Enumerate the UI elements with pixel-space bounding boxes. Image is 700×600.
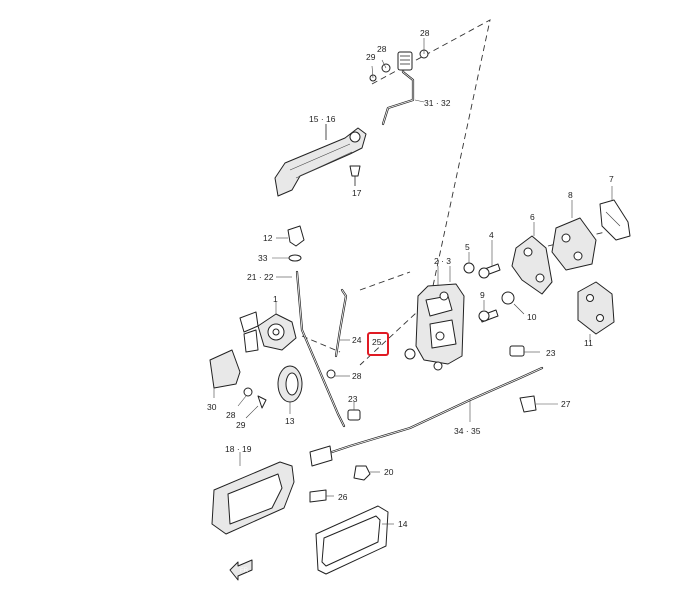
control-cable-34-35[interactable] bbox=[309, 366, 544, 467]
callout-13: 13 bbox=[285, 416, 295, 426]
screw-26[interactable] bbox=[309, 489, 334, 503]
callout-34-35: 34 · 35 bbox=[454, 426, 481, 436]
callout-14: 14 bbox=[398, 519, 408, 529]
callout-1: 1 bbox=[273, 294, 278, 304]
callout-23-mid: 23 bbox=[348, 394, 358, 404]
washer-28-mid[interactable] bbox=[326, 369, 350, 379]
screw-4[interactable] bbox=[478, 240, 501, 279]
callout-8: 8 bbox=[568, 190, 573, 200]
highlight-box-callout-25 bbox=[367, 332, 389, 356]
front-arrow-icon bbox=[229, 559, 253, 581]
callout-30: 30 bbox=[207, 402, 217, 412]
callout-28-mid: 28 bbox=[352, 371, 362, 381]
washer-10[interactable] bbox=[501, 291, 525, 315]
callout-12: 12 bbox=[263, 233, 273, 243]
callout-17: 17 bbox=[352, 188, 362, 198]
outside-handle[interactable] bbox=[274, 124, 367, 197]
seal-ring-13[interactable] bbox=[277, 365, 303, 414]
clip-23-right[interactable] bbox=[509, 345, 540, 357]
grommet-33[interactable] bbox=[272, 254, 302, 262]
lock-knob-12[interactable] bbox=[276, 225, 305, 247]
link-rod-24[interactable] bbox=[334, 288, 350, 358]
callout-24: 24 bbox=[352, 335, 362, 345]
callout-18-19: 18 · 19 bbox=[225, 444, 252, 454]
callout-20: 20 bbox=[384, 467, 394, 477]
outside-linkage-rod[interactable] bbox=[369, 38, 429, 126]
callout-23-right: 23 bbox=[546, 348, 556, 358]
callout-28-rod: 28 bbox=[377, 44, 387, 54]
callout-29-top: 29 bbox=[366, 52, 376, 62]
door-lock-body[interactable] bbox=[404, 266, 465, 371]
callout-11: 11 bbox=[584, 338, 593, 348]
callout-9: 9 bbox=[480, 290, 485, 300]
callout-27: 27 bbox=[561, 399, 571, 409]
screw-9[interactable] bbox=[478, 300, 499, 323]
callout-15-16: 15 · 16 bbox=[309, 114, 336, 124]
striker-6[interactable] bbox=[511, 222, 553, 295]
clip-27[interactable] bbox=[519, 395, 558, 413]
callout-labels: 28 28 29 31 · 32 15 · 16 17 8 7 6 5 4 12… bbox=[207, 28, 614, 574]
callout-10: 10 bbox=[527, 312, 537, 322]
callout-26: 26 bbox=[338, 492, 348, 502]
lock-rod-21-22[interactable] bbox=[276, 270, 346, 428]
bracket-30[interactable] bbox=[209, 349, 241, 398]
nut-20[interactable] bbox=[353, 465, 380, 481]
callout-4: 4 bbox=[489, 230, 494, 240]
callout-21-22: 21 · 22 bbox=[247, 272, 274, 282]
callout-7: 7 bbox=[609, 174, 614, 184]
clip-29-bottom[interactable] bbox=[245, 395, 267, 419]
pad-8[interactable] bbox=[551, 200, 597, 271]
callout-6: 6 bbox=[530, 212, 535, 222]
callout-33: 33 bbox=[258, 253, 268, 263]
plate-11[interactable] bbox=[577, 281, 615, 340]
key-cylinder-1[interactable] bbox=[239, 302, 297, 353]
washer-5[interactable] bbox=[463, 252, 475, 274]
front-arrow-label: FR bbox=[240, 568, 249, 574]
callout-28-bottom: 28 bbox=[226, 410, 236, 420]
callout-5: 5 bbox=[465, 242, 470, 252]
callout-25: 25 bbox=[372, 337, 382, 347]
inside-handle-18-19[interactable] bbox=[211, 452, 295, 535]
washer-28-bottom[interactable] bbox=[237, 387, 253, 407]
callout-29-bottom: 29 bbox=[236, 420, 246, 430]
callout-31-32: 31 · 32 bbox=[424, 98, 451, 108]
callout-2-3: 2 · 3 bbox=[434, 256, 451, 266]
shim-7[interactable] bbox=[599, 186, 631, 241]
bezel-14[interactable] bbox=[315, 505, 394, 575]
clip-23-mid[interactable] bbox=[347, 402, 361, 421]
callout-28-top: 28 bbox=[420, 28, 430, 38]
